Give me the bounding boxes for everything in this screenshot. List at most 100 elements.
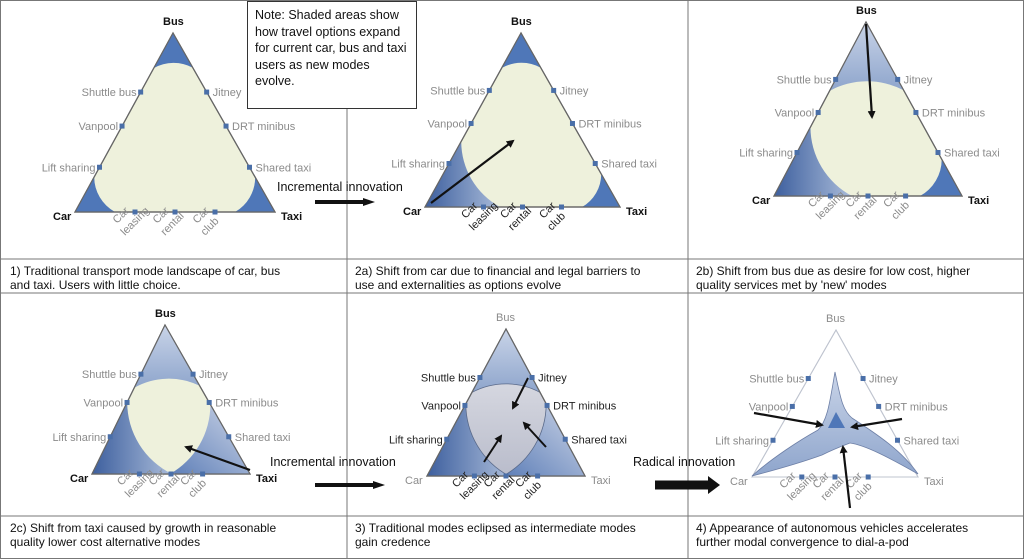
bus-shade <box>134 325 200 388</box>
mode-marker <box>789 403 795 409</box>
mode-marker <box>833 76 839 82</box>
label-vanpool: Vanpool <box>78 121 118 133</box>
incremental-label-1: Incremental innovation <box>277 180 403 194</box>
shift-arrow-bus <box>864 23 876 119</box>
label-lift-sharing: Lift sharing <box>739 148 793 160</box>
mode-marker <box>206 399 212 405</box>
mode-marker <box>136 471 142 477</box>
label-lift-sharing: Lift sharing <box>42 162 96 174</box>
shift-arrow-taxi <box>184 445 251 472</box>
converge-arrow-bottom <box>839 445 852 509</box>
caption-p2a-line-2: use and externalities as options evolve <box>355 278 562 292</box>
label-car: Car <box>752 195 771 207</box>
caption-p4-line-2: further modal convergence to dial-a-pod <box>696 535 909 549</box>
label-shuttle-bus: Shuttle bus <box>430 85 486 97</box>
label-taxi: Taxi <box>626 206 647 218</box>
mode-marker <box>446 161 452 166</box>
taxi-shade <box>920 159 962 196</box>
caption-p1-line-1: 1) Traditional transport mode landscape … <box>10 264 281 278</box>
mode-marker <box>124 399 130 405</box>
incremental-label-2: Incremental innovation <box>270 455 396 469</box>
label-car: Car <box>70 473 89 485</box>
label-bus: Bus <box>163 16 184 28</box>
label-bus: Bus <box>511 16 532 28</box>
mode-marker <box>913 109 919 115</box>
bus-shade <box>153 33 193 69</box>
label-jitney: Jitney <box>199 369 228 381</box>
mode-marker <box>204 89 210 95</box>
mode-marker <box>477 375 483 381</box>
mode-marker <box>168 471 174 477</box>
mode-marker <box>794 150 800 155</box>
mode-marker <box>247 164 252 170</box>
mode-marker <box>799 474 805 480</box>
mode-marker <box>770 437 776 443</box>
mode-marker <box>468 120 474 126</box>
caption-p2a-line-1: 2a) Shift from car due to financial and … <box>355 264 641 278</box>
mode-marker <box>544 402 550 408</box>
mode-marker <box>592 161 598 166</box>
mode-marker <box>860 376 866 382</box>
mode-marker <box>815 109 821 115</box>
label-vanpool: Vanpool <box>775 107 815 119</box>
mode-marker <box>503 473 509 479</box>
label-lift-sharing: Lift sharing <box>52 432 106 444</box>
mode-marker <box>805 376 811 382</box>
caption-p1-line-2: and taxi. Users with little choice. <box>10 278 181 292</box>
label-shared-taxi: Shared taxi <box>904 435 960 447</box>
mode-marker <box>832 474 838 480</box>
mode-marker <box>935 150 941 155</box>
mode-marker <box>876 403 882 409</box>
radical-label: Radical innovation <box>633 455 735 469</box>
mode-marker <box>895 76 901 82</box>
label-jitney: Jitney <box>904 74 933 86</box>
label-bus: Bus <box>856 5 877 17</box>
bus-shade <box>829 22 904 91</box>
mode-marker <box>172 209 178 215</box>
label-lift-sharing: Lift sharing <box>389 434 443 446</box>
incremental-arrow-1 <box>315 198 375 206</box>
label-shuttle-bus: Shuttle bus <box>749 374 805 386</box>
mode-marker <box>481 204 486 210</box>
label-shared-taxi: Shared taxi <box>571 434 627 446</box>
mode-marker <box>865 474 871 480</box>
mode-marker <box>97 164 102 170</box>
dial-a-pod-core <box>828 412 845 428</box>
label-car: Car <box>730 476 748 488</box>
car-shade <box>92 402 172 474</box>
taxi-shade <box>235 177 275 212</box>
mode-marker <box>471 473 477 479</box>
label-drt-minibus: DRT minibus <box>232 121 296 133</box>
converge-arrow-right <box>850 417 903 431</box>
label-jitney: Jitney <box>538 373 567 385</box>
caption-p3-line-2: gain credence <box>355 535 431 549</box>
label-bus: Bus <box>155 308 176 320</box>
label-shared-taxi: Shared taxi <box>601 159 657 171</box>
label-shuttle-bus: Shuttle bus <box>82 87 138 99</box>
label-vanpool: Vanpool <box>749 401 789 413</box>
mode-marker <box>827 193 833 199</box>
car-shade <box>75 176 115 212</box>
label-drt-minibus: DRT minibus <box>215 397 279 409</box>
mode-marker <box>559 204 564 210</box>
car-shade <box>425 141 500 207</box>
mode-marker <box>107 434 113 440</box>
mode-marker <box>903 193 909 199</box>
shading-note: Note: Shaded areas show how travel optio… <box>247 1 417 109</box>
taxi-shade <box>582 173 620 207</box>
label-car: Car <box>403 206 422 218</box>
label-shared-taxi: Shared taxi <box>944 148 1000 160</box>
label-shuttle-bus: Shuttle bus <box>777 74 833 86</box>
label-drt-minibus: DRT minibus <box>922 107 986 119</box>
bus-shade <box>501 33 541 69</box>
converge-arrow-2 <box>522 421 547 448</box>
label-jitney: Jitney <box>560 85 589 97</box>
converge-arrow-3 <box>483 434 503 463</box>
mode-marker <box>529 375 535 381</box>
mode-marker <box>119 123 125 129</box>
caption-p4-line-1: 4) Appearance of autonomous vehicles acc… <box>696 521 969 535</box>
